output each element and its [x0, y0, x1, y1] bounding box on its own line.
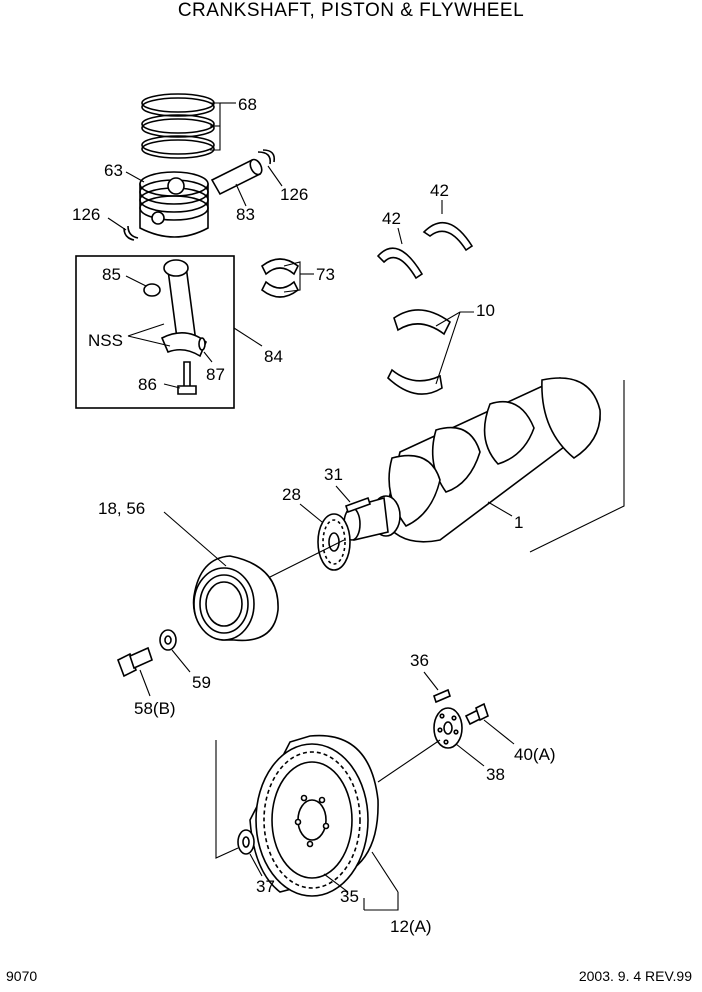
callout-31: 31	[324, 465, 343, 484]
revision-date: 2003. 9. 4 REV.99	[578, 968, 692, 984]
callout-42: 42	[430, 181, 449, 200]
pulley-bolt	[116, 646, 153, 678]
callout-28: 28	[282, 485, 301, 504]
flywheel	[249, 734, 379, 897]
callout-83: 83	[236, 205, 255, 224]
pilot-bearing	[237, 829, 255, 855]
callout-12a: 12(A)	[390, 917, 432, 936]
conrod-assembly-box	[75, 255, 235, 409]
callout-87: 87	[206, 365, 225, 384]
callout-38: 38	[486, 765, 505, 784]
callout-18-56: 18, 56	[98, 499, 145, 518]
piston-rings	[141, 93, 215, 159]
callout-86: 86	[138, 375, 157, 394]
leader-73	[283, 261, 301, 293]
page-code: 9070	[6, 968, 38, 984]
callout-nss: NSS	[88, 331, 123, 350]
callout-73: 73	[316, 265, 335, 284]
main-bearings	[387, 309, 452, 395]
crankshaft-pulley	[192, 555, 279, 642]
callout-58b: 58(B)	[134, 699, 176, 718]
callout-10: 10	[476, 301, 495, 320]
dowel-pin	[433, 688, 451, 704]
boundary-upper	[529, 380, 625, 553]
callout-1: 1	[514, 513, 523, 532]
callout-59: 59	[192, 673, 211, 692]
flywheel-plate	[433, 707, 463, 749]
thrust-washers	[376, 222, 474, 280]
piston-pin	[210, 158, 263, 196]
callout-40a: 40(A)	[514, 745, 556, 764]
leader-12a	[364, 892, 399, 911]
flywheel-axis	[377, 739, 441, 783]
crankshaft-key	[344, 496, 372, 514]
piston	[139, 171, 209, 238]
boundary-lower	[215, 740, 239, 859]
crankshaft	[343, 377, 601, 543]
washer	[159, 629, 177, 651]
conrod-bearing	[260, 258, 300, 298]
connecting-rod	[143, 259, 207, 395]
snap-ring-left	[123, 227, 135, 241]
snap-ring-right	[257, 151, 272, 165]
callout-84: 84	[264, 347, 283, 366]
diagram-title: CRANKSHAFT, PISTON & FLYWHEEL	[177, 0, 525, 21]
callout-68: 68	[238, 95, 257, 114]
callout-85: 85	[102, 265, 121, 284]
callout-126: 126	[72, 205, 100, 224]
crankshaft-gear	[317, 513, 351, 571]
callout-126: 126	[280, 185, 308, 204]
callout-36: 36	[410, 651, 429, 670]
callout-35: 35	[340, 887, 359, 906]
callout-42: 42	[382, 209, 401, 228]
callout-37: 37	[256, 877, 275, 896]
flywheel-bolt	[464, 702, 489, 726]
callout-63: 63	[104, 161, 123, 180]
